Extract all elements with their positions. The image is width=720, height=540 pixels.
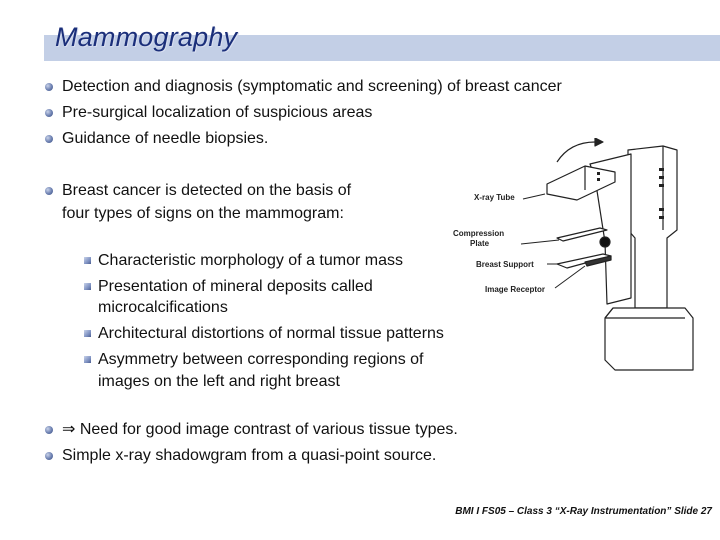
label-compression: Compression xyxy=(453,229,504,238)
sub-bullet-text: Characteristic morphology of a tumor mas… xyxy=(98,252,403,269)
control-light xyxy=(659,184,664,187)
control-light xyxy=(659,208,664,211)
receptor-leader xyxy=(554,265,586,289)
compression-leader xyxy=(520,239,560,245)
label-image-receptor: Image Receptor xyxy=(485,285,545,294)
tube-light xyxy=(597,172,600,175)
bullet-item: Simple x-ray shadowgram from a quasi-poi… xyxy=(45,446,437,465)
rotation-arrowhead xyxy=(594,138,604,147)
bullet-item: Guidance of needle biopsies. xyxy=(45,129,269,148)
compression-plate xyxy=(556,227,608,242)
rotation-arrow xyxy=(556,141,596,163)
slide-footer: BMI I FS05 – Class 3 “X-Ray Instrumentat… xyxy=(455,506,712,517)
base-edge xyxy=(604,307,614,319)
sub-bullet-text: Asymmetry between corresponding regions … xyxy=(98,351,424,368)
bullet-icon xyxy=(45,135,53,143)
sub-bullet-icon xyxy=(84,356,91,363)
control-light xyxy=(659,176,664,179)
bullet-text: Breast cancer is detected on the basis o… xyxy=(62,182,352,199)
bullet-item: ⇒ Need for good image contrast of variou… xyxy=(45,420,458,439)
sub-bullet-continuation: images on the left and right breast xyxy=(98,373,340,390)
control-knob xyxy=(599,236,611,248)
sub-bullet-icon xyxy=(84,283,91,290)
bullet-item: Detection and diagnosis (symptomatic and… xyxy=(45,77,562,96)
bullet-continuation: four types of signs on the mammogram: xyxy=(62,205,344,222)
sub-bullet-continuation: microcalcifications xyxy=(98,299,228,316)
bullet-icon xyxy=(45,109,53,117)
bullet-text: Detection and diagnosis (symptomatic and… xyxy=(62,78,562,95)
bullet-text: Simple x-ray shadowgram from a quasi-poi… xyxy=(62,447,437,464)
label-plate: Plate xyxy=(470,239,490,248)
control-light xyxy=(659,216,664,219)
sub-bullet-icon xyxy=(84,330,91,337)
label-breast-support: Breast Support xyxy=(476,260,534,269)
bullet-icon xyxy=(45,187,53,195)
bullet-icon xyxy=(45,452,53,460)
tube-light xyxy=(597,178,600,181)
bullet-item: Pre-surgical localization of suspicious … xyxy=(45,103,373,122)
sub-bullet-item: Characteristic morphology of a tumor mas… xyxy=(84,251,403,270)
sub-bullet-text: Presentation of mineral deposits called xyxy=(98,278,373,295)
bullet-icon xyxy=(45,426,53,434)
label-xray-tube: X-ray Tube xyxy=(474,193,515,202)
bullet-icon xyxy=(45,83,53,91)
sub-bullet-text: Architectural distortions of normal tiss… xyxy=(98,325,444,342)
bullet-text: Pre-surgical localization of suspicious … xyxy=(62,104,373,121)
slide-title: Mammography xyxy=(55,22,238,52)
tube-leader xyxy=(522,193,546,200)
sub-bullet-item: Architectural distortions of normal tiss… xyxy=(84,324,444,343)
bullet-text: Guidance of needle biopsies. xyxy=(62,130,269,147)
sub-bullet-item: Asymmetry between corresponding regions … xyxy=(84,350,424,369)
column-body xyxy=(627,145,678,309)
control-light xyxy=(659,168,664,171)
mammography-unit-diagram: X-ray Tube Compression Plate Breast Supp… xyxy=(453,138,694,371)
bullet-item: Breast cancer is detected on the basis o… xyxy=(45,181,352,200)
bullet-text: ⇒ Need for good image contrast of variou… xyxy=(62,421,458,438)
sub-bullet-item: Presentation of mineral deposits called xyxy=(84,277,373,296)
title-band xyxy=(44,35,720,61)
base xyxy=(604,307,694,371)
image-receptor xyxy=(584,255,612,267)
sub-bullet-icon xyxy=(84,257,91,264)
